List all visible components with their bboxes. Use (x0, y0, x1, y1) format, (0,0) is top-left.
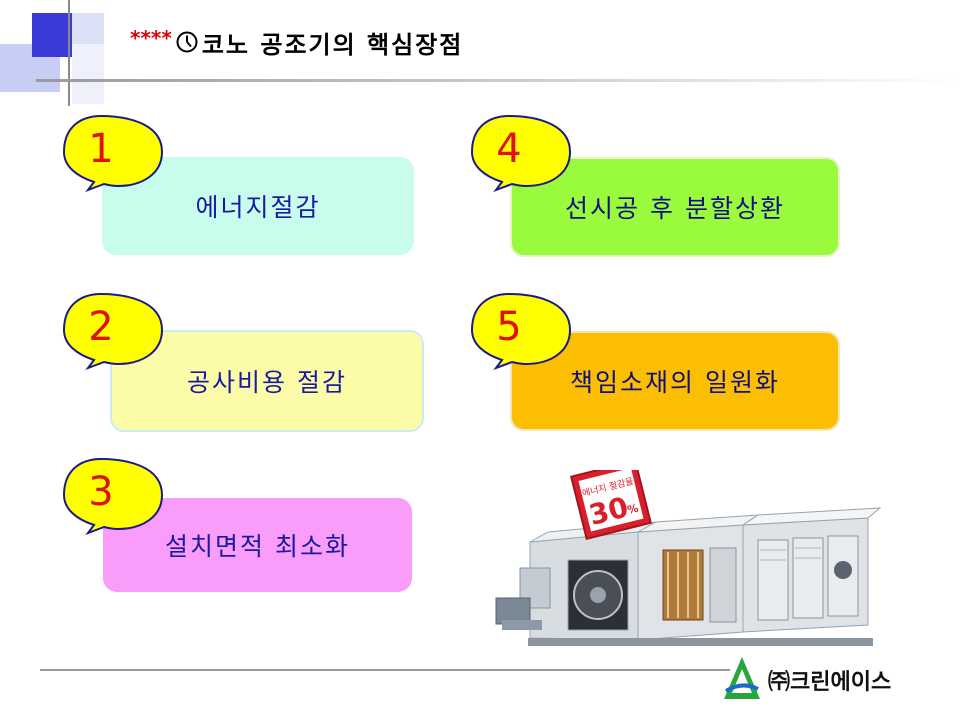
feature-label: 책임소재의 일원화 (570, 368, 780, 397)
number-bubble-4: 4 (470, 112, 590, 222)
speech-bubble-icon (470, 292, 572, 371)
bubble-number: 4 (496, 126, 522, 172)
decor-square-pale (72, 44, 104, 104)
number-bubble-1: 1 (62, 112, 182, 222)
feature-label: 에너지절감 (195, 193, 321, 222)
bubble-number: 2 (88, 304, 114, 350)
company-name: ㈜크린에이스 (768, 670, 892, 695)
feature-box-installment: 선시공 후 분할상환 (510, 157, 840, 257)
decor-square-pale (72, 13, 104, 45)
number-bubble-5: 5 (470, 290, 590, 400)
speech-bubble-icon (470, 114, 572, 193)
feature-label: 설치면적 최소화 (165, 532, 350, 561)
header-divider (36, 79, 960, 82)
logo-mark-icon (724, 657, 760, 699)
number-bubble-2: 2 (62, 290, 182, 400)
speech-bubble-icon (62, 457, 164, 536)
footer-divider (40, 669, 730, 671)
bubble-number: 1 (88, 126, 114, 172)
badge-unit: % (626, 502, 640, 517)
feature-label: 선시공 후 분할상환 (565, 194, 785, 223)
air-handler-unit-image: 에너지 절감율 30 % (495, 470, 882, 646)
company-logo: ㈜크린에이스 (722, 655, 891, 705)
page-title: **** 코노 공조기의 핵심장점 (130, 22, 463, 62)
clock-icon (176, 31, 198, 53)
feature-box-responsibility: 책임소재의 일원화 (510, 331, 840, 431)
speech-bubble-icon (62, 292, 164, 371)
feature-box-cost: 공사비용 절감 (110, 330, 424, 432)
number-bubble-3: 3 (62, 455, 182, 565)
title-text: 코노 공조기의 핵심장점 (201, 30, 464, 59)
feature-label: 공사비용 절감 (187, 368, 347, 397)
speech-bubble-icon (62, 114, 164, 193)
decor-vertical-line (68, 0, 70, 106)
bubble-number: 3 (88, 469, 114, 515)
bubble-number: 5 (496, 304, 522, 350)
title-stars: **** (130, 26, 172, 50)
